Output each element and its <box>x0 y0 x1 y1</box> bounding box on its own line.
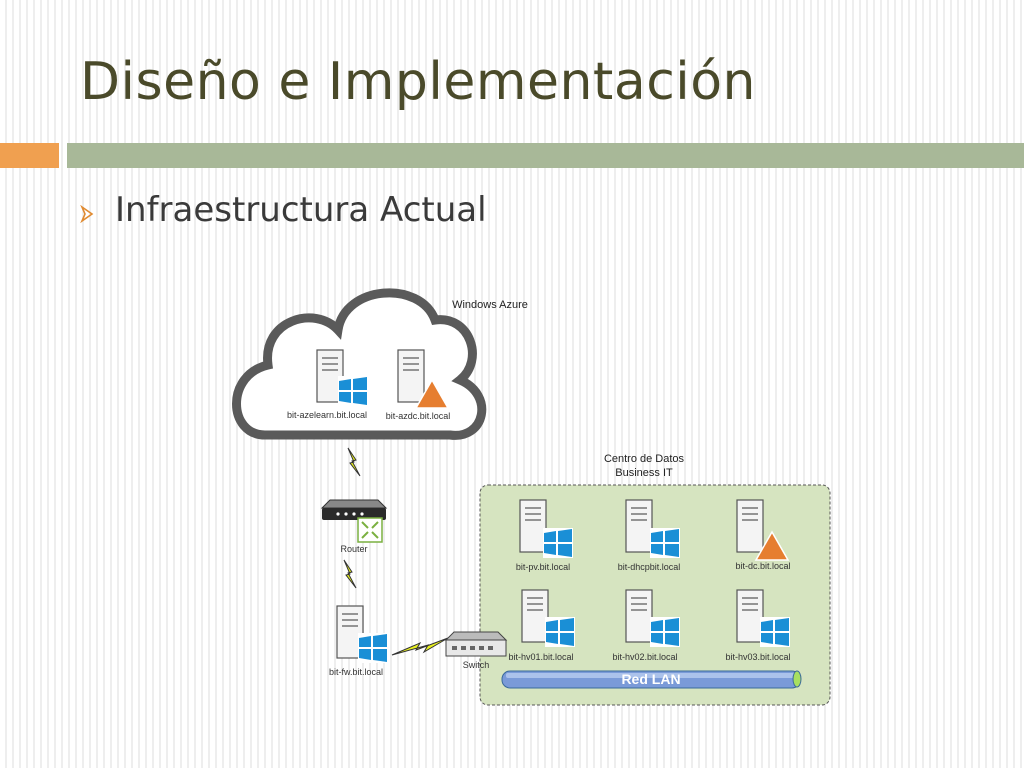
lightning-link-icon <box>391 637 449 656</box>
router-icon <box>320 499 388 543</box>
datacenter-label-line2: Business IT <box>615 467 673 479</box>
datacenter-label-line1: Centro de Datos <box>604 453 685 465</box>
router-label: Router <box>340 544 367 554</box>
lightning-link-icon <box>347 447 361 477</box>
bullet-arrow-icon <box>80 205 94 223</box>
windows-logo-icon <box>650 617 680 647</box>
switch-label: Switch <box>463 660 490 670</box>
lightning-link-icon <box>343 559 357 589</box>
cloud-label: Windows Azure <box>452 299 528 311</box>
server-azelearn-label: bit-azelearn.bit.local <box>287 410 367 420</box>
server-dc-label: bit-dc.bit.local <box>735 561 790 571</box>
server-fw-label: bit-fw.bit.local <box>329 667 383 677</box>
server-hv01-label: bit-hv01.bit.local <box>508 652 573 662</box>
windows-logo-icon <box>545 617 575 647</box>
server-fw <box>336 605 388 663</box>
windows-logo-icon <box>358 633 388 663</box>
accent-bar-green <box>67 143 1024 168</box>
windows-logo-icon <box>650 528 680 558</box>
server-hv03-label: bit-hv03.bit.local <box>725 652 790 662</box>
windows-logo-icon <box>543 528 573 558</box>
server-pv-label: bit-pv.bit.local <box>516 562 570 572</box>
lan-label: Red LAN <box>621 671 680 687</box>
server-azdc-label: bit-azdc.bit.local <box>386 411 451 421</box>
switch-icon <box>444 631 508 657</box>
bullet-text: Infraestructura Actual <box>115 190 487 230</box>
slide-title: Diseño e Implementación <box>80 52 756 112</box>
windows-logo-icon <box>338 376 368 406</box>
server-dhcp-label: bit-dhcpbit.local <box>618 562 681 572</box>
accent-bar-orange <box>0 143 59 168</box>
windows-logo-icon <box>760 617 790 647</box>
server-hv02-label: bit-hv02.bit.local <box>612 652 677 662</box>
lan-pipe <box>501 670 802 689</box>
